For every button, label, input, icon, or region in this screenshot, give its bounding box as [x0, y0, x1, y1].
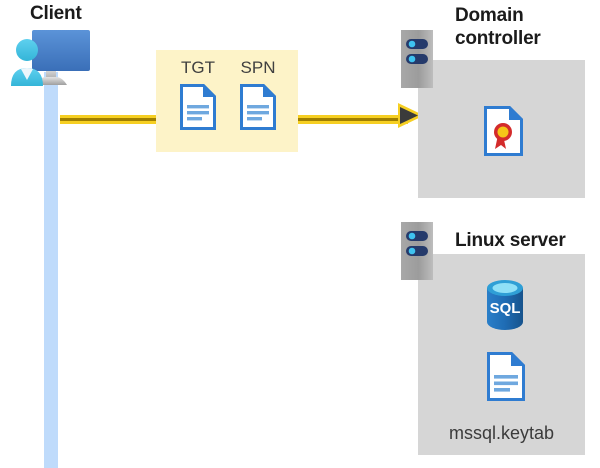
spn-document-icon	[240, 84, 276, 130]
sql-database-icon: SQL	[483, 279, 527, 331]
client-lifeline-bar	[44, 72, 58, 468]
keytab-document-icon	[487, 352, 525, 401]
tgt-document-icon	[180, 84, 216, 130]
linux-server-rack-icon	[401, 222, 433, 280]
sql-label: SQL	[490, 300, 521, 317]
tgt-label: TGT	[181, 58, 215, 77]
token-highlight-box: TGT SPN	[156, 50, 298, 152]
spn-label: SPN	[240, 58, 276, 77]
request-arrow-head	[398, 103, 424, 128]
domain-controller-title: Domain controller	[455, 5, 541, 49]
client-user-monitor-icon	[8, 28, 96, 96]
certificate-document-icon	[484, 106, 523, 156]
domain-controller-server-rack-icon	[401, 30, 433, 88]
keytab-filename-label: mssql.keytab	[448, 423, 555, 443]
linux-server-title: Linux server	[455, 230, 566, 251]
client-title: Client	[30, 3, 82, 24]
